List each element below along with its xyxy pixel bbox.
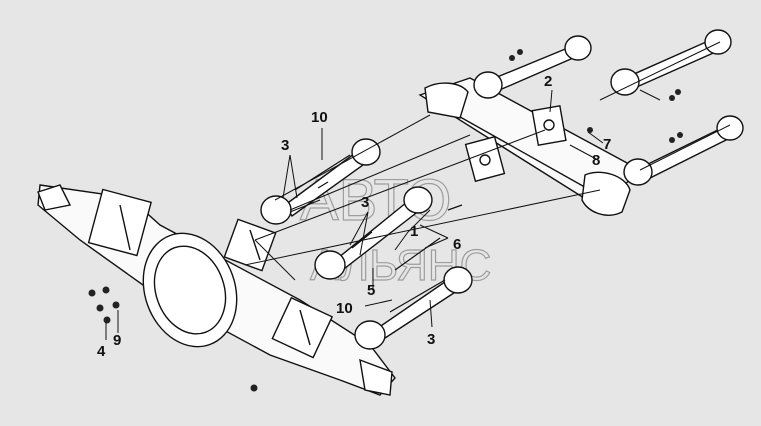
nuts-washers xyxy=(88,49,683,392)
callout-7: 7 xyxy=(603,136,611,153)
trailing-rods-lower xyxy=(260,138,473,350)
callout-10-top: 10 xyxy=(311,109,328,126)
callout-9: 9 xyxy=(113,332,121,349)
leader-lines xyxy=(105,89,661,340)
callout-6: 6 xyxy=(453,236,461,253)
torque-rods-upper xyxy=(473,29,744,186)
callout-1: 1 xyxy=(410,223,418,240)
axle-housing xyxy=(37,184,396,396)
callout-5: 5 xyxy=(367,282,375,299)
callout-2: 2 xyxy=(544,73,552,90)
callout-8: 8 xyxy=(592,152,600,169)
callout-labels: 1 2 3 3 3 4 5 6 7 8 9 10 10 xyxy=(97,73,611,360)
callout-3-bottom: 3 xyxy=(427,331,435,348)
frame-crossmember xyxy=(418,77,642,216)
bolts xyxy=(289,154,463,313)
callout-3-top: 3 xyxy=(281,137,289,154)
callout-10-bottom: 10 xyxy=(336,300,353,317)
callout-3-mid: 3 xyxy=(361,194,369,211)
callout-4: 4 xyxy=(97,343,106,360)
